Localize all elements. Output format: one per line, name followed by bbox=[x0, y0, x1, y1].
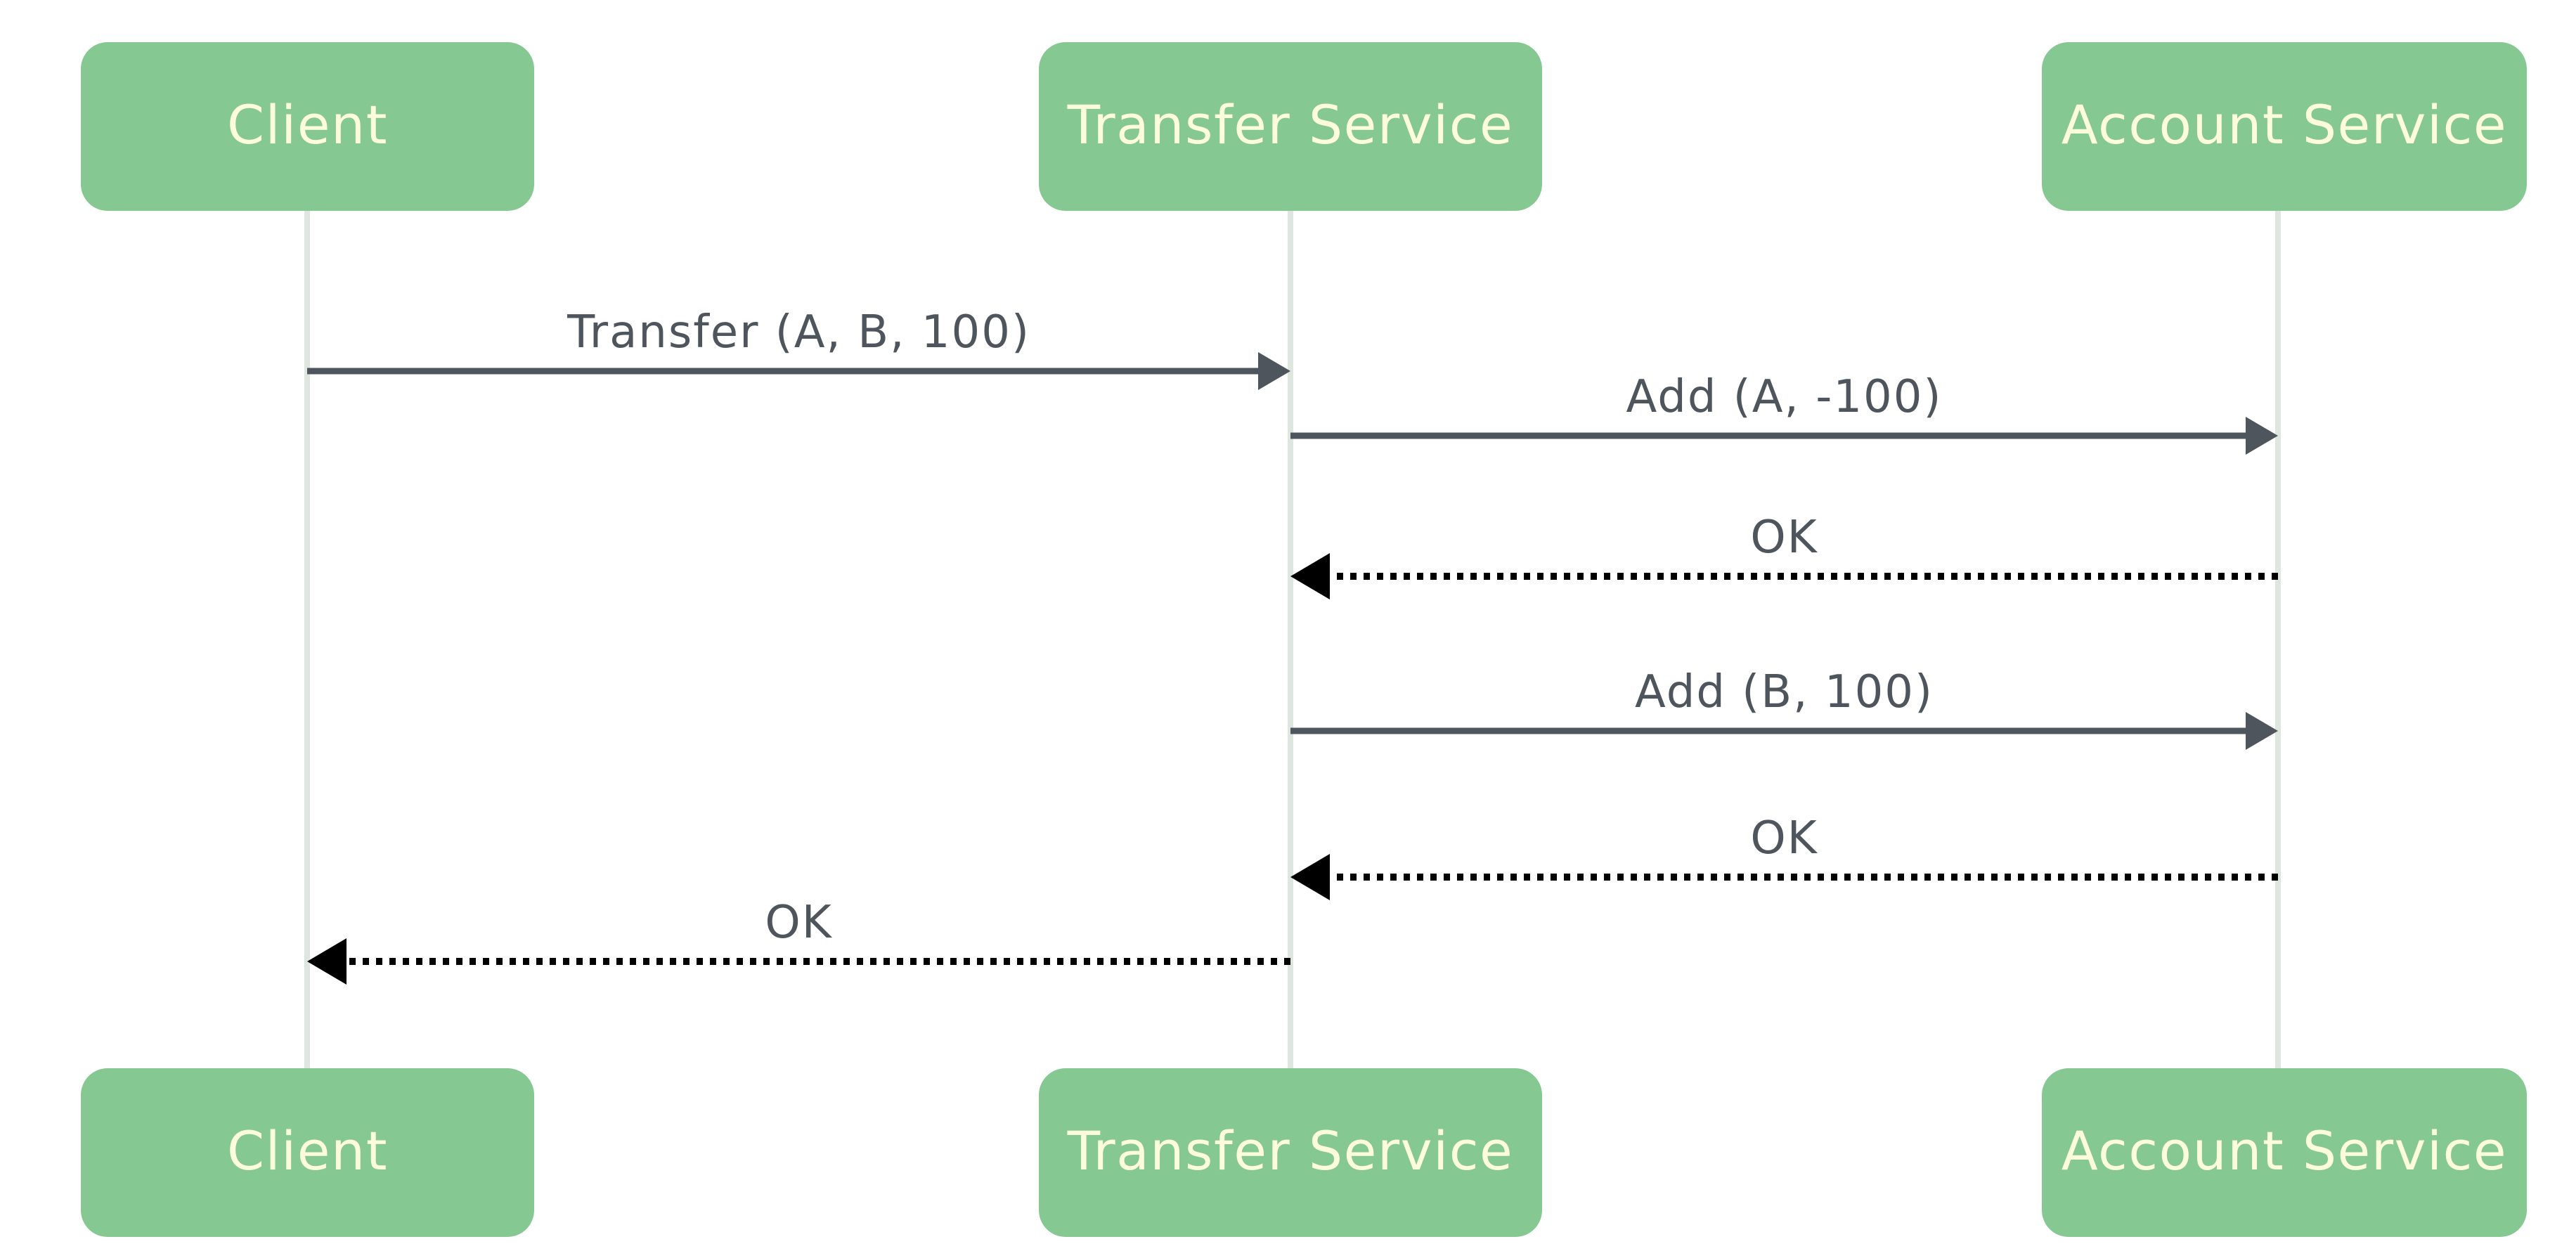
message-arrowhead bbox=[1290, 553, 1330, 599]
message-arrowhead bbox=[1290, 854, 1330, 900]
participant-transfer-service-top[interactable]: Transfer Service bbox=[1039, 42, 1542, 211]
participant-box bbox=[1039, 1068, 1542, 1237]
participant-client-bottom[interactable]: Client bbox=[81, 1068, 534, 1237]
message-arrowhead bbox=[2246, 712, 2278, 750]
message-label: Transfer (A, B, 100) bbox=[567, 306, 1030, 358]
message-label: OK bbox=[1750, 512, 1818, 564]
participant-label: Client bbox=[227, 93, 388, 156]
message-label: OK bbox=[1750, 812, 1818, 864]
message-label: Add (B, 100) bbox=[1635, 666, 1934, 718]
participant-box bbox=[81, 42, 534, 211]
message-4-call[interactable]: Add (B, 100) bbox=[1290, 666, 2278, 750]
message-2-call[interactable]: Add (A, -100) bbox=[1290, 371, 2278, 455]
message-1-call[interactable]: Transfer (A, B, 100) bbox=[307, 306, 1290, 390]
participant-box bbox=[2042, 1068, 2527, 1237]
message-5-return[interactable]: OK bbox=[1290, 812, 2278, 900]
message-arrowhead bbox=[2246, 417, 2278, 455]
participant-label: Account Service bbox=[2062, 1120, 2507, 1182]
lifelines-layer bbox=[304, 211, 2281, 1068]
message-label: Add (A, -100) bbox=[1626, 371, 1943, 423]
message-arrowhead bbox=[307, 938, 347, 985]
message-6-return[interactable]: OK bbox=[307, 897, 1290, 985]
messages-layer: Transfer (A, B, 100) Add (A, -100) OK Add (… bbox=[307, 306, 2278, 985]
participant-box bbox=[2042, 42, 2527, 211]
participant-label: Transfer Service bbox=[1067, 1120, 1514, 1182]
participant-client-top[interactable]: Client bbox=[81, 42, 534, 211]
message-arrowhead bbox=[1258, 352, 1290, 390]
message-3-return[interactable]: OK bbox=[1290, 512, 2278, 599]
participant-box bbox=[81, 1068, 534, 1237]
message-label: OK bbox=[765, 897, 832, 949]
participant-account-service-bottom[interactable]: Account Service bbox=[2042, 1068, 2527, 1237]
participant-label: Account Service bbox=[2062, 93, 2507, 156]
participant-account-service-top[interactable]: Account Service bbox=[2042, 42, 2527, 211]
participant-transfer-service-bottom[interactable]: Transfer Service bbox=[1039, 1068, 1542, 1237]
participant-label: Client bbox=[227, 1120, 388, 1182]
participant-box bbox=[1039, 42, 1542, 211]
participant-label: Transfer Service bbox=[1067, 93, 1514, 156]
